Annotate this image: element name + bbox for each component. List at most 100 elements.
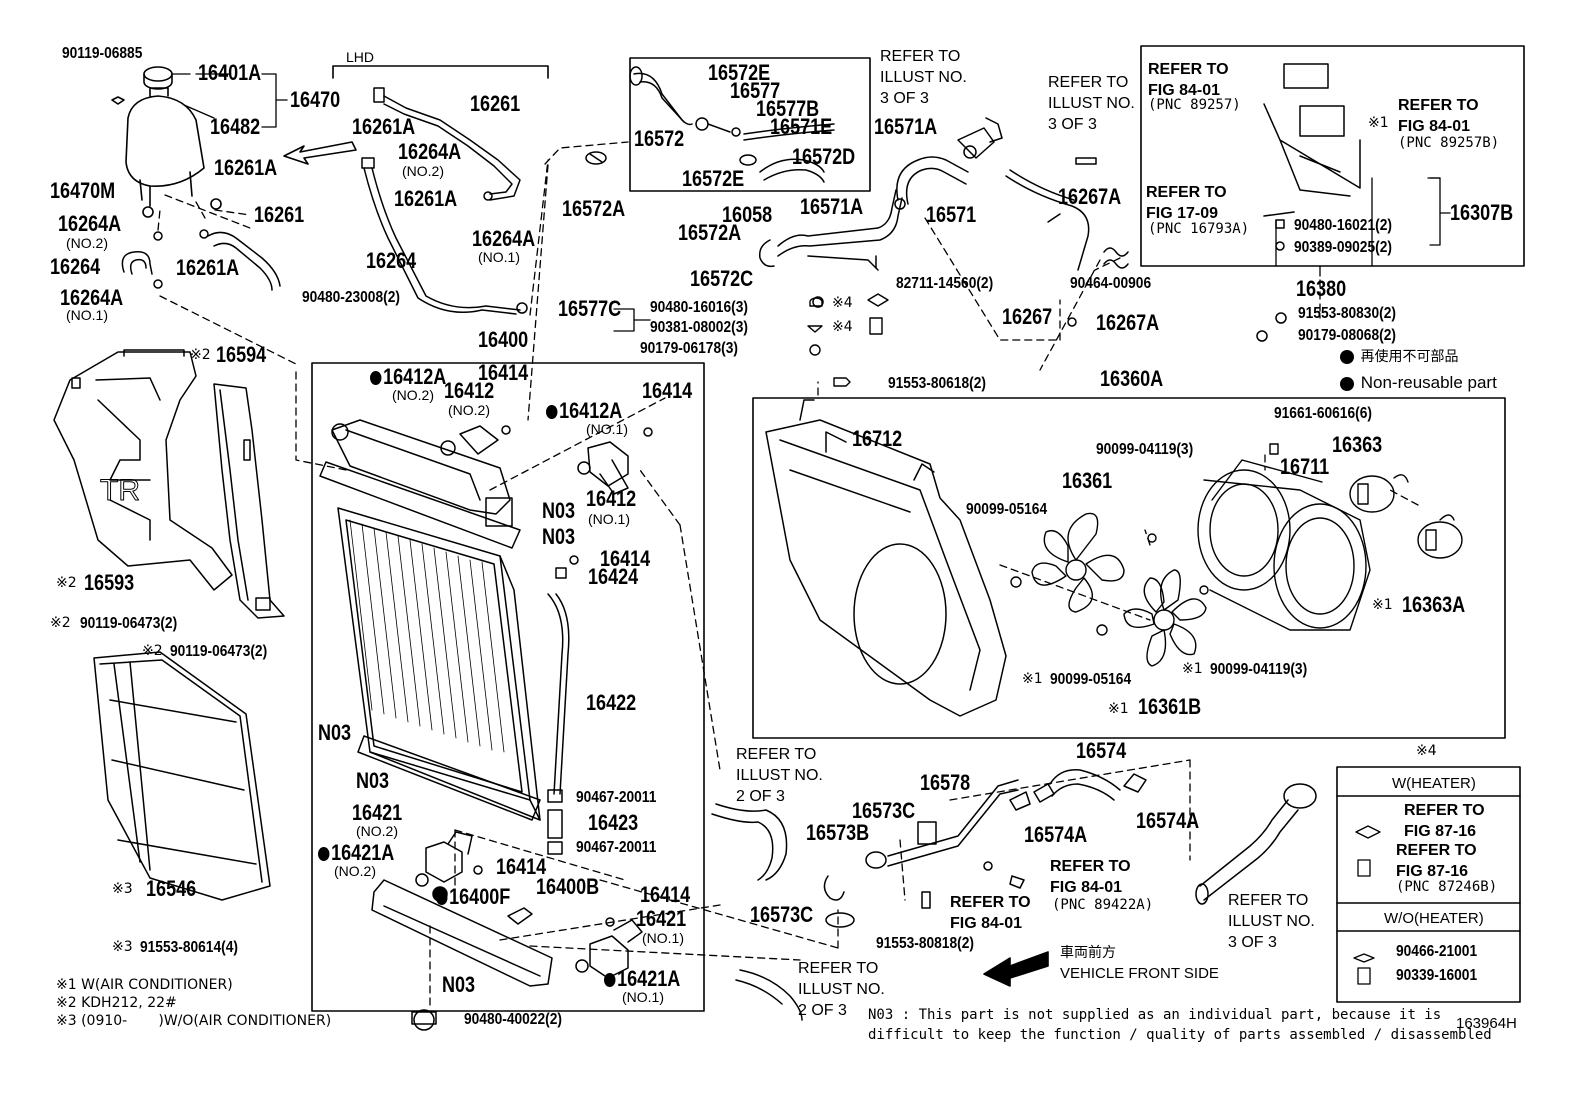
hose-16267 xyxy=(1005,157,1129,327)
part-note: (NO.1) xyxy=(66,307,108,323)
part-16574A: 16574A xyxy=(1024,822,1088,847)
part-16574: 16574 xyxy=(1076,738,1127,763)
ref-illust-3of3: REFER TO ILLUST NO. 3 OF 3 xyxy=(1048,74,1135,133)
part-16470: 16470 xyxy=(290,87,341,112)
part-90480-40022: 90480-40022(2) xyxy=(464,1011,562,1028)
part-90179-06178: 90179-06178(3) xyxy=(640,340,738,357)
part-16267: 16267 xyxy=(1002,304,1053,329)
lhd-hoses xyxy=(361,87,528,315)
mesh-screen-16546 xyxy=(93,651,271,901)
part-16573C: 16573C xyxy=(852,798,916,823)
part-note: (NO.1) xyxy=(588,511,630,527)
part-90119-06473: 90119-06473(2) xyxy=(170,643,268,660)
part-16264A: 16264A xyxy=(60,285,124,310)
part-16470M: 16470M xyxy=(50,178,116,203)
part-16594: 16594 xyxy=(216,342,267,367)
kome-mark: ※3 xyxy=(112,881,133,897)
part-16414: 16414 xyxy=(640,882,691,907)
callout-arrow xyxy=(283,141,357,165)
vehicle-front-en: VEHICLE FRONT SIDE xyxy=(1060,965,1219,982)
inset-hoses xyxy=(585,66,835,183)
part-16482: 16482 xyxy=(210,114,261,139)
part-16414: 16414 xyxy=(600,546,651,571)
kome-mark: ※2 xyxy=(190,347,211,363)
part-16421: 16421 xyxy=(636,906,687,931)
part-16571A: 16571A xyxy=(874,114,938,139)
bracket-16307B xyxy=(1256,63,1361,342)
part-90466-21001: 90466-21001 xyxy=(1396,943,1478,960)
part-16711: 16711 xyxy=(1280,454,1330,479)
part-90480-16021: 90480-16021(2) xyxy=(1294,217,1392,234)
part-note: (NO.2) xyxy=(334,863,376,879)
part-16421A-no2: 16421A xyxy=(318,842,394,864)
part-16264A: 16264A xyxy=(398,139,462,164)
part-82711-14560: 82711-14560(2) xyxy=(896,275,994,292)
part-90467-20011: 90467-20011 xyxy=(576,789,657,806)
reservoir-hoses xyxy=(121,229,281,291)
kome-mark: ※4 xyxy=(1416,743,1437,759)
part-90389-09025: 90389-09025(2) xyxy=(1294,239,1392,256)
part-16571: 16571 xyxy=(926,202,977,227)
part-91661-60616: 91661-60616(6) xyxy=(1274,405,1372,422)
part-91553-80618: 91553-80618(2) xyxy=(888,375,986,392)
pnc-87246B: (PNC 87246B) xyxy=(1396,879,1498,895)
hose-16573 xyxy=(711,803,855,1021)
fan-fasteners xyxy=(833,377,1279,636)
radiator-frame xyxy=(311,362,705,1012)
part-note: (NO.2) xyxy=(66,235,108,251)
kome-mark: ※2 xyxy=(142,643,163,659)
part-16360A: 16360A xyxy=(1100,366,1164,391)
wo-heater-heading: W/O(HEATER) xyxy=(1384,910,1484,927)
n03-label: N03 xyxy=(356,768,390,793)
hardware-16577C xyxy=(807,293,889,356)
part-16573C: 16573C xyxy=(750,902,814,927)
non-reusable-legend-en: Non-reusable part xyxy=(1340,374,1497,391)
part-16577: 16577 xyxy=(730,78,781,103)
shroud-16594 xyxy=(213,383,285,619)
lower-pipe-16421-no1 xyxy=(575,917,643,979)
n03-label: N03 xyxy=(442,972,476,997)
part-16261A: 16261A xyxy=(176,255,240,280)
part-16400: 16400 xyxy=(478,327,529,352)
part-16264: 16264 xyxy=(366,248,417,273)
fan-16361 xyxy=(1031,512,1125,613)
n03-label: N03 xyxy=(318,720,352,745)
footnote-3: ※3 (0910- )W/O(AIR CONDITIONER) xyxy=(56,1013,332,1029)
kome-mark: ※3 xyxy=(112,939,133,955)
part-90480-23008: 90480-23008(2) xyxy=(302,289,400,306)
part-16422: 16422 xyxy=(586,690,637,715)
part-16421A-no1: 16421A xyxy=(604,968,680,990)
pipe-16578 xyxy=(865,779,1031,909)
part-note: (NO.2) xyxy=(402,163,444,179)
part-90099-04119: 90099-04119(3) xyxy=(1210,661,1308,678)
part-16264: 16264 xyxy=(50,254,101,279)
svg-text:TR: TR xyxy=(100,474,140,507)
part-note: (NO.2) xyxy=(392,387,434,403)
kome-mark: ※4 xyxy=(832,319,853,335)
shroud-16593: TR xyxy=(53,349,233,591)
ref-illust-2of3: REFER TO ILLUST NO. 2 OF 3 xyxy=(736,746,823,805)
fan-assembly-frame xyxy=(752,397,1506,739)
part-16264A: 16264A xyxy=(58,211,122,236)
part-90381-08002: 90381-08002(3) xyxy=(650,319,748,336)
pnc-89257: (PNC 89257) xyxy=(1148,97,1241,113)
ref-illust-3of3: REFER TO ILLUST NO. 3 OF 3 xyxy=(1228,892,1315,951)
part-16261: 16261 xyxy=(470,91,521,116)
radiator-upper-tank xyxy=(331,419,513,527)
part-16380: 16380 xyxy=(1296,276,1347,301)
fan-16711 xyxy=(1197,459,1371,631)
part-16267A: 16267A xyxy=(1058,184,1122,209)
pnc-89257B: (PNC 89257B) xyxy=(1398,135,1500,151)
part-16571A: 16571A xyxy=(800,194,864,219)
lhd-label: LHD xyxy=(346,49,375,65)
part-16577B: 16577B xyxy=(756,96,820,121)
part-16363: 16363 xyxy=(1332,432,1383,457)
kome-mark: ※1 xyxy=(1368,115,1389,131)
part-90179-08068: 90179-08068(2) xyxy=(1298,327,1396,344)
ref-fig-84-01: REFER TO FIG 84-01 xyxy=(1148,61,1229,99)
kome-mark: ※1 xyxy=(1022,671,1043,687)
lower-gasket xyxy=(357,735,541,821)
footnote-2: ※2 KDH212, 22# xyxy=(56,995,177,1011)
part-16414: 16414 xyxy=(642,378,693,403)
lhd-bracket xyxy=(332,65,549,79)
